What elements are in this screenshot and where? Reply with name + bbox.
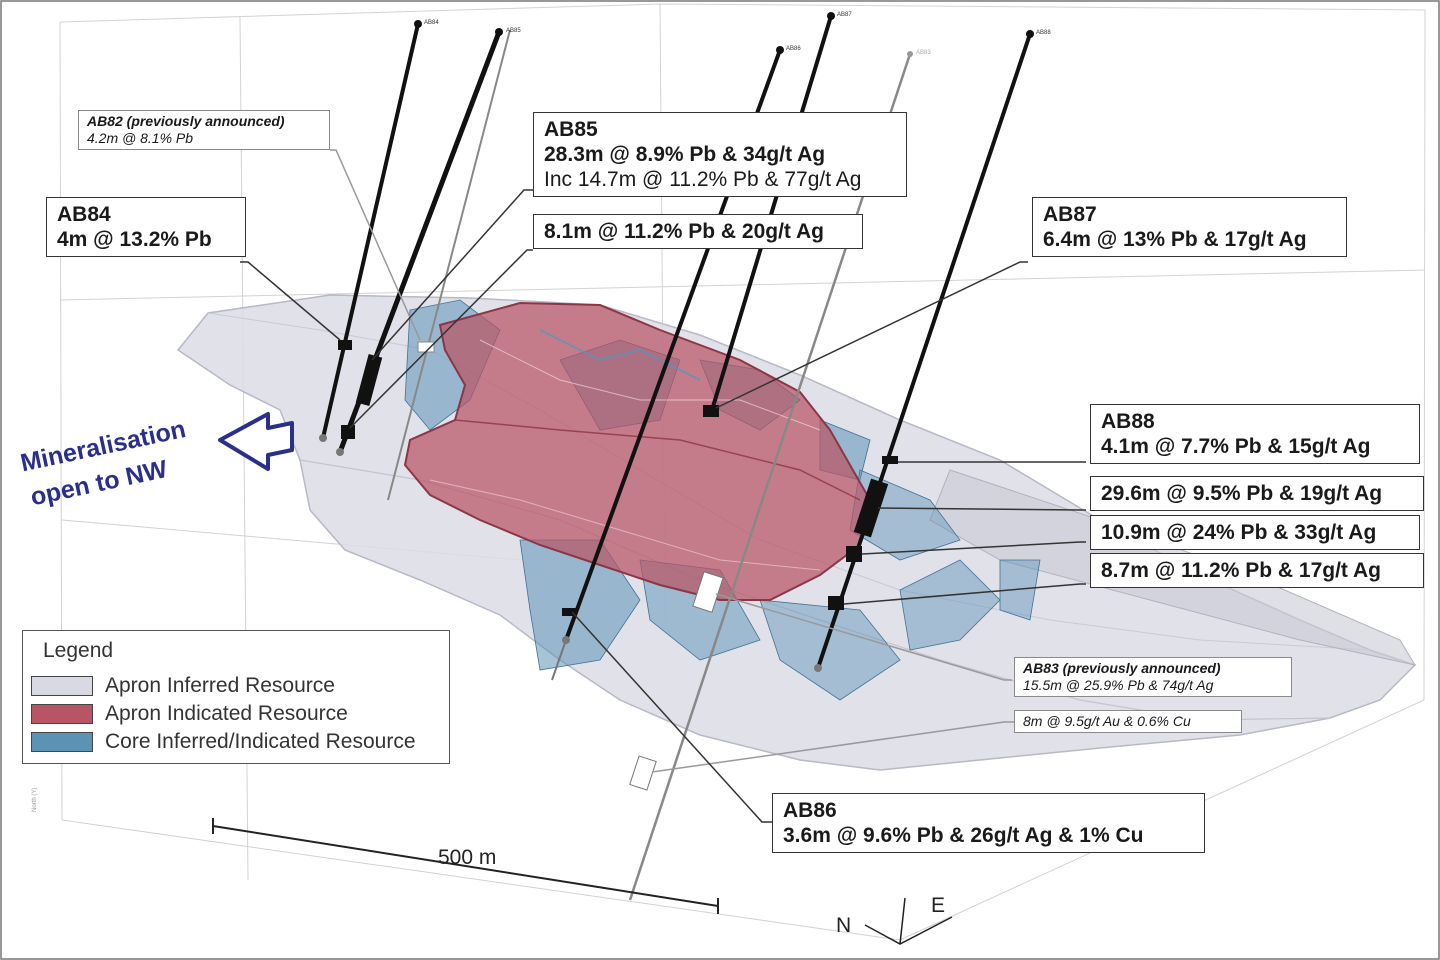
legend-swatch-apron-inferred — [31, 676, 93, 696]
callout-ab83-line1: 15.5m @ 25.9% Pb & 74g/t Ag — [1023, 677, 1214, 693]
callout-ab86-line1: 3.6m @ 9.6% Pb & 26g/t Ag & 1% Cu — [783, 824, 1144, 847]
leader-lines — [240, 149, 1086, 823]
callout-ab88-title: AB88 — [1101, 410, 1155, 433]
callout-ab85-line2: Inc 14.7m @ 11.2% Pb & 77g/t Ag — [544, 168, 862, 191]
callout-ab88d-line1: 8.7m @ 11.2% Pb & 17g/t Ag — [1101, 559, 1381, 582]
callout-ab88: AB88 4.1m @ 7.7% Pb & 15g/t Ag — [1090, 404, 1420, 464]
callout-ab83: AB83 (previously announced) 15.5m @ 25.9… — [1014, 657, 1292, 697]
callout-ab84-line1: 4m @ 13.2% Pb — [57, 228, 212, 251]
callout-ab88c-line1: 10.9m @ 24% Pb & 33g/t Ag — [1101, 521, 1377, 544]
callout-ab84: AB84 4m @ 13.2% Pb — [46, 197, 246, 257]
legend-item-apron-indicated: Apron Indicated Resource — [31, 702, 348, 725]
callout-ab85-line1: 28.3m @ 8.9% Pb & 34g/t Ag — [544, 143, 826, 166]
callout-ab88b-line1: 29.6m @ 9.5% Pb & 19g/t Ag — [1101, 482, 1383, 505]
callout-au-line1: 8m @ 9.5g/t Au & 0.6% Cu — [1023, 713, 1191, 729]
compass — [864, 897, 953, 945]
collar-label-ab84: AB84 — [424, 20, 439, 26]
collar-label-ab83: AB83 — [916, 50, 931, 56]
compass-east-label: E — [931, 894, 946, 917]
legend-swatch-apron-indicated — [31, 704, 93, 724]
legend-item-apron-inferred: Apron Inferred Resource — [31, 674, 335, 697]
callout-ab88-line1: 4.1m @ 7.7% Pb & 15g/t Ag — [1101, 435, 1371, 458]
callout-ab87-title: AB87 — [1043, 203, 1097, 226]
legend-title: Legend — [43, 639, 114, 662]
legend-label-core: Core Inferred/Indicated Resource — [105, 730, 416, 753]
legend: Legend Apron Inferred Resource Apron Ind… — [22, 630, 450, 764]
callout-ab84-title: AB84 — [57, 203, 111, 226]
callout-au-intercept: 8m @ 9.5g/t Au & 0.6% Cu — [1014, 710, 1242, 733]
collar-label-ab88: AB88 — [1036, 30, 1051, 36]
callout-ab86: AB86 3.6m @ 9.6% Pb & 26g/t Ag & 1% Cu — [772, 793, 1205, 853]
drill-hole-ab84 — [319, 20, 422, 442]
callout-ab88-interval-4: 8.7m @ 11.2% Pb & 17g/t Ag — [1090, 553, 1424, 588]
collar-label-ab85: AB85 — [506, 28, 521, 34]
drill-hole-ab87 — [703, 12, 835, 417]
axis-tag-north: North (Y) — [32, 787, 38, 812]
legend-label-apron-indicated: Apron Indicated Resource — [105, 702, 348, 725]
callout-ab88-interval-2: 29.6m @ 9.5% Pb & 19g/t Ag — [1090, 476, 1424, 511]
callout-ab86-title: AB86 — [783, 799, 837, 822]
callout-ab85b-line1: 8.1m @ 11.2% Pb & 20g/t Ag — [544, 220, 824, 243]
callout-ab85-interval-2: 8.1m @ 11.2% Pb & 20g/t Ag — [533, 214, 863, 249]
drill-hole-ab88 — [814, 30, 1034, 672]
collar-label-ab86: AB86 — [786, 46, 801, 52]
legend-item-core: Core Inferred/Indicated Resource — [31, 730, 416, 753]
compass-north-label: N — [836, 914, 852, 937]
drill-hole-ab85 — [336, 28, 503, 456]
callout-ab87-line1: 6.4m @ 13% Pb & 17g/t Ag — [1043, 228, 1307, 251]
callout-ab88-interval-3: 10.9m @ 24% Pb & 33g/t Ag — [1090, 515, 1420, 550]
scale-bar — [212, 818, 719, 914]
callout-ab85-title: AB85 — [544, 118, 598, 141]
callout-ab82-line1: 4.2m @ 8.1% Pb — [87, 130, 194, 146]
legend-label-apron-inferred: Apron Inferred Resource — [105, 674, 335, 697]
callout-ab82-title: AB82 (previously announced) — [87, 113, 285, 129]
open-to-nw-arrow-icon — [218, 412, 294, 471]
legend-swatch-core — [31, 732, 93, 752]
callout-ab83-title: AB83 (previously announced) — [1023, 660, 1221, 676]
collar-label-ab87: AB87 — [837, 12, 852, 18]
scale-bar-label: 500 m — [438, 846, 497, 869]
callout-ab85: AB85 28.3m @ 8.9% Pb & 34g/t Ag Inc 14.7… — [533, 112, 907, 197]
callout-ab82: AB82 (previously announced) 4.2m @ 8.1% … — [78, 110, 330, 150]
callout-ab87: AB87 6.4m @ 13% Pb & 17g/t Ag — [1032, 197, 1347, 257]
